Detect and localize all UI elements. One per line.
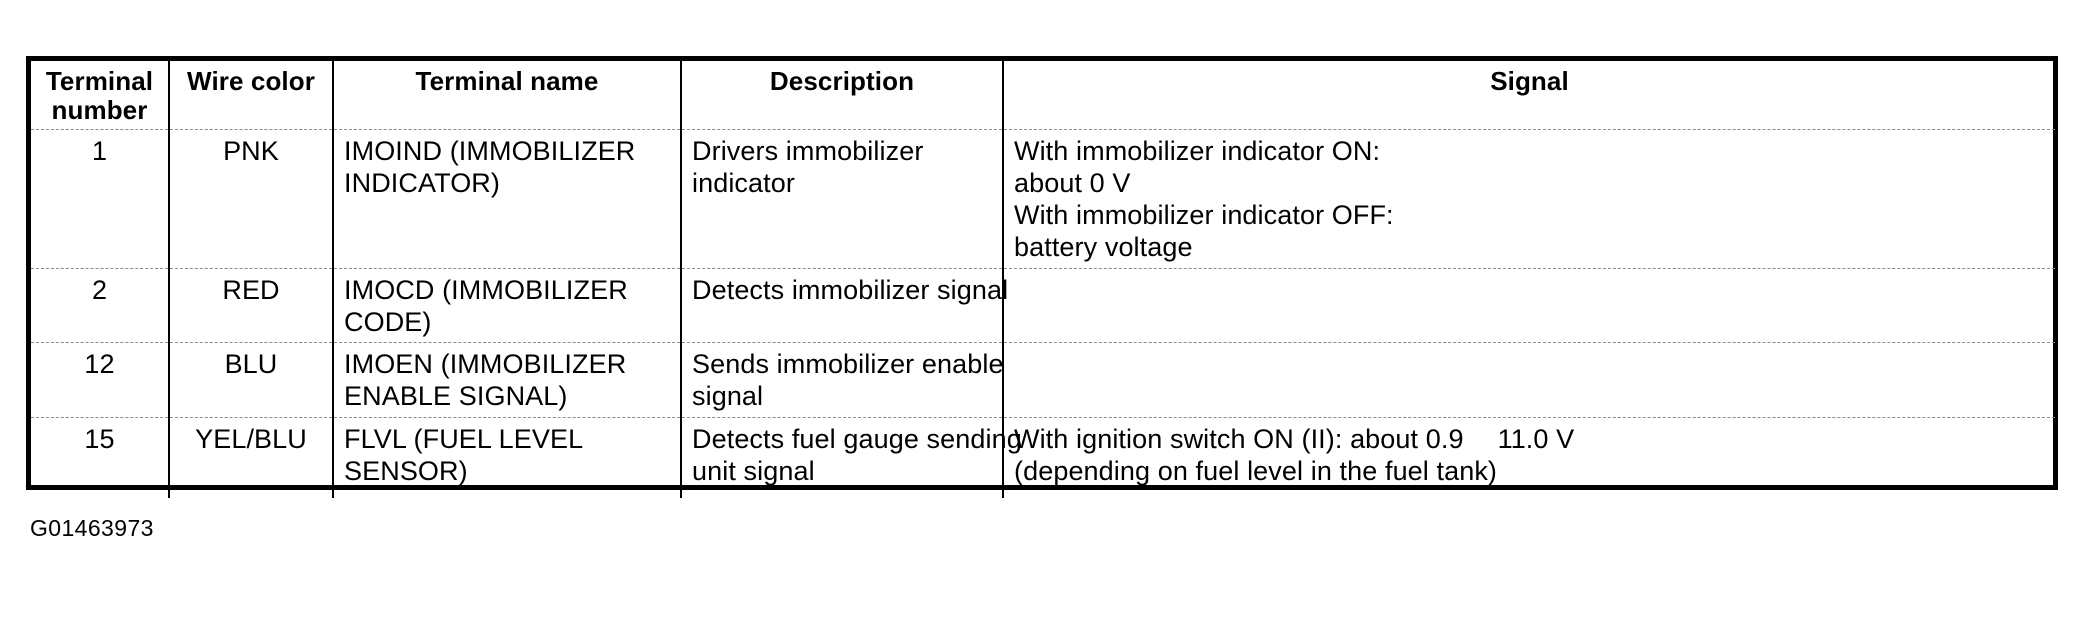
terminal-spec-table-container: Terminal number Wire color Terminal name… [26,56,2058,498]
column-header-terminal-number-line1: Terminal [45,66,154,96]
terminal-name-line1: IMOEN (IMMOBILIZER [344,349,627,380]
terminal-name-line2: ENABLE SIGNAL) [344,381,568,412]
cell-signal [1002,267,2055,343]
cell-terminal-number: 2 [31,267,169,343]
terminal-name-line2: CODE) [344,306,432,337]
signal-line2: (depending on fuel level in the fuel tan… [1014,455,1498,486]
description-line1: Detects immobilizer signal [692,274,1009,305]
column-header-terminal-number: Terminal number [31,61,169,130]
signal-line3: With immobilizer indicator OFF: [1014,199,1394,230]
cell-wire-color: YEL/BLU [168,417,333,498]
cell-terminal-name: IMOIND (IMMOBILIZER INDICATOR) [332,129,681,269]
terminal-name-line1: IMOIND (IMMOBILIZER [344,136,636,167]
description-line2: indicator [692,168,795,199]
terminal-name-line1: FLVL (FUEL LEVEL [344,424,584,455]
header-row: Terminal number Wire color Terminal name… [31,61,2055,130]
cell-wire-color: RED [168,267,333,343]
cell-signal [1002,342,2055,418]
table-body: 1 PNK IMOIND (IMMOBILIZER INDICATOR) Dri… [31,129,2055,498]
cell-wire-color: PNK [168,129,333,269]
column-header-wire-color: Wire color [168,61,333,130]
cell-terminal-number: 15 [31,417,169,498]
signal-line1: With ignition switch ON (II): about 0.9 1… [1014,424,2045,456]
terminal-name-line1: IMOCD (IMMOBILIZER [344,274,628,305]
figure-id-label: G01463973 [30,515,154,541]
cell-signal: With immobilizer indicator ON: about 0 V… [1002,129,2055,269]
terminal-spec-table: Terminal number Wire color Terminal name… [31,61,2055,498]
cell-terminal-name: IMOCD (IMMOBILIZER CODE) [332,267,681,343]
signal-line2: about 0 V [1014,168,1131,199]
cell-terminal-name: IMOEN (IMMOBILIZER ENABLE SIGNAL) [332,342,681,418]
table-row: 15 YEL/BLU FLVL (FUEL LEVEL SENSOR) Dete… [31,417,2055,498]
signal-line1: With immobilizer indicator ON: [1014,136,1381,167]
description-line2: signal [692,381,764,412]
signal-line1-part-a: With ignition switch ON (II): about 0.9 [1014,424,1464,455]
cell-description: Detects immobilizer signal [680,267,1009,343]
column-header-description: Description [680,61,1003,130]
signal-line1-part-b: 11.0 V [1497,424,1575,455]
cell-description: Detects fuel gauge sending unit signal [680,417,1022,498]
description-line1: Sends immobilizer enable [692,349,1004,380]
description-line2: unit signal [692,455,815,486]
cell-description: Sends immobilizer enable signal [680,342,1004,418]
cell-terminal-number: 1 [31,129,169,269]
terminal-name-line2: SENSOR) [344,455,468,486]
table-header: Terminal number Wire color Terminal name… [31,61,2055,130]
column-header-terminal-number-line2: number [51,95,148,126]
table-row: 2 RED IMOCD (IMMOBILIZER CODE) Detects i… [31,267,2055,343]
cell-description: Drivers immobilizer indicator [680,129,1003,269]
cell-signal: With ignition switch ON (II): about 0.9 1… [1002,417,2055,498]
description-line1: Detects fuel gauge sending [692,424,1022,455]
terminal-name-line2: INDICATOR) [344,168,500,199]
cell-terminal-name: FLVL (FUEL LEVEL SENSOR) [332,417,681,498]
column-header-terminal-name: Terminal name [332,61,681,130]
description-line1: Drivers immobilizer [692,136,924,167]
column-header-signal: Signal [1002,61,2055,130]
table-row: 12 BLU IMOEN (IMMOBILIZER ENABLE SIGNAL)… [31,342,2055,418]
signal-line4: battery voltage [1014,231,1193,262]
cell-wire-color: BLU [168,342,333,418]
cell-terminal-number: 12 [31,342,169,418]
table-row: 1 PNK IMOIND (IMMOBILIZER INDICATOR) Dri… [31,129,2055,269]
